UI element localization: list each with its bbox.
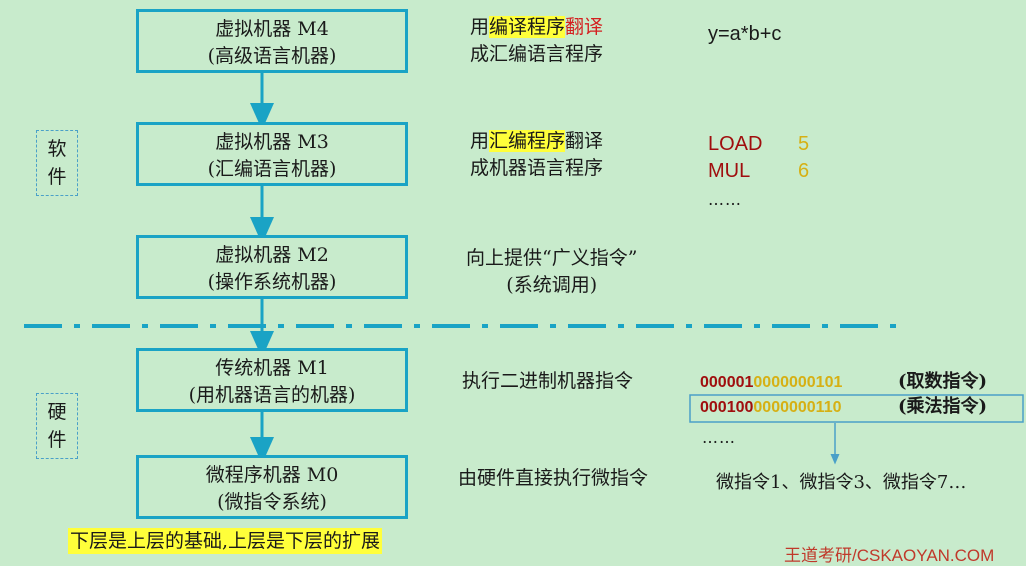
desc-m0: 由硬件直接执行微指令 [458, 467, 649, 489]
level-name: 微程序机器 M0 [205, 464, 339, 486]
compiler-highlight: 编译程序 [489, 16, 566, 38]
level-sub: (用机器语言的机器) [188, 384, 356, 406]
level-sub: (微指令系统) [217, 491, 327, 513]
binary-note-2: (乘法指令) [898, 396, 988, 417]
watermark: 王道考研/CSKAOYAN.COM [784, 546, 995, 565]
level-box-m3: 虚拟机器 M3 (汇编语言机器) [136, 122, 408, 186]
level-box-m0: 微程序机器 M0 (微指令系统) [136, 455, 408, 519]
desc-m4: 用编译程序翻译 成汇编语言程序 [470, 16, 604, 65]
level-sub: (操作系统机器) [207, 271, 337, 293]
binary-line-1: 0000010000000101 [700, 374, 843, 391]
level-name: 虚拟机器 M3 [215, 131, 329, 153]
micro-example: 微指令1、微指令3、微指令7… [716, 472, 967, 493]
hardware-label: 硬 件 [36, 393, 78, 459]
desc-m2: 向上提供“广义指令” (系统调用) [466, 247, 638, 296]
binary-note-1: (取数指令) [898, 371, 988, 392]
desc-m3: 用汇编程序翻译 成机器语言程序 [470, 130, 604, 179]
level-name: 传统机器 M1 [215, 357, 329, 379]
desc-m1: 执行二进制机器指令 [462, 370, 634, 392]
asm-ellipsis: …… [708, 190, 742, 209]
level-sub: (高级语言机器) [207, 45, 337, 67]
level-box-m2: 虚拟机器 M2 (操作系统机器) [136, 235, 408, 299]
software-label: 软 件 [36, 130, 78, 196]
selected-instruction-frame [689, 394, 1024, 423]
level-box-m1: 传统机器 M1 (用机器语言的机器) [136, 348, 408, 412]
binary-line-2: 0001000000000110 [700, 399, 842, 416]
bottom-note: 下层是上层的基础,上层是下层的扩展 [68, 528, 383, 554]
level-name: 虚拟机器 M4 [215, 18, 329, 40]
level-box-m4: 虚拟机器 M4 (高级语言机器) [136, 9, 408, 73]
high-level-example: y=a*b+c [708, 23, 782, 45]
binary-ellipsis: …… [702, 428, 736, 447]
assembler-highlight: 汇编程序 [489, 130, 566, 152]
level-sub: (汇编语言机器) [207, 158, 337, 180]
level-name: 虚拟机器 M2 [215, 244, 329, 266]
